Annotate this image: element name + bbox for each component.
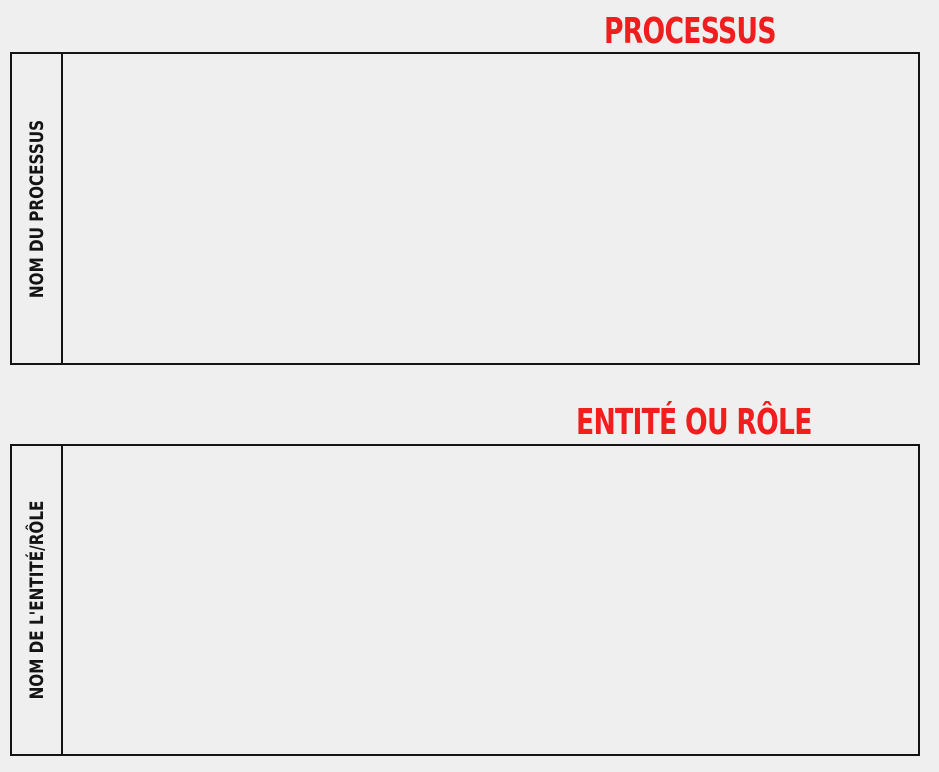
entite-role-lane-header: NOM DE L'ENTITÉ/RÔLE	[12, 446, 63, 754]
processus-lane-header: NOM DU PROCESSUS	[12, 54, 63, 363]
processus-swimlane: NOM DU PROCESSUS	[10, 52, 920, 365]
entite-role-name-label: NOM DE L'ENTITÉ/RÔLE	[25, 500, 48, 700]
processus-lane-body	[63, 54, 918, 363]
processus-name-label: NOM DU PROCESSUS	[25, 119, 48, 298]
entite-role-lane-body	[63, 446, 918, 754]
entite-role-swimlane: NOM DE L'ENTITÉ/RÔLE	[10, 444, 920, 756]
entite-role-heading: ENTITÉ OU RÔLE	[576, 402, 812, 443]
processus-heading: PROCESSUS	[604, 11, 777, 52]
